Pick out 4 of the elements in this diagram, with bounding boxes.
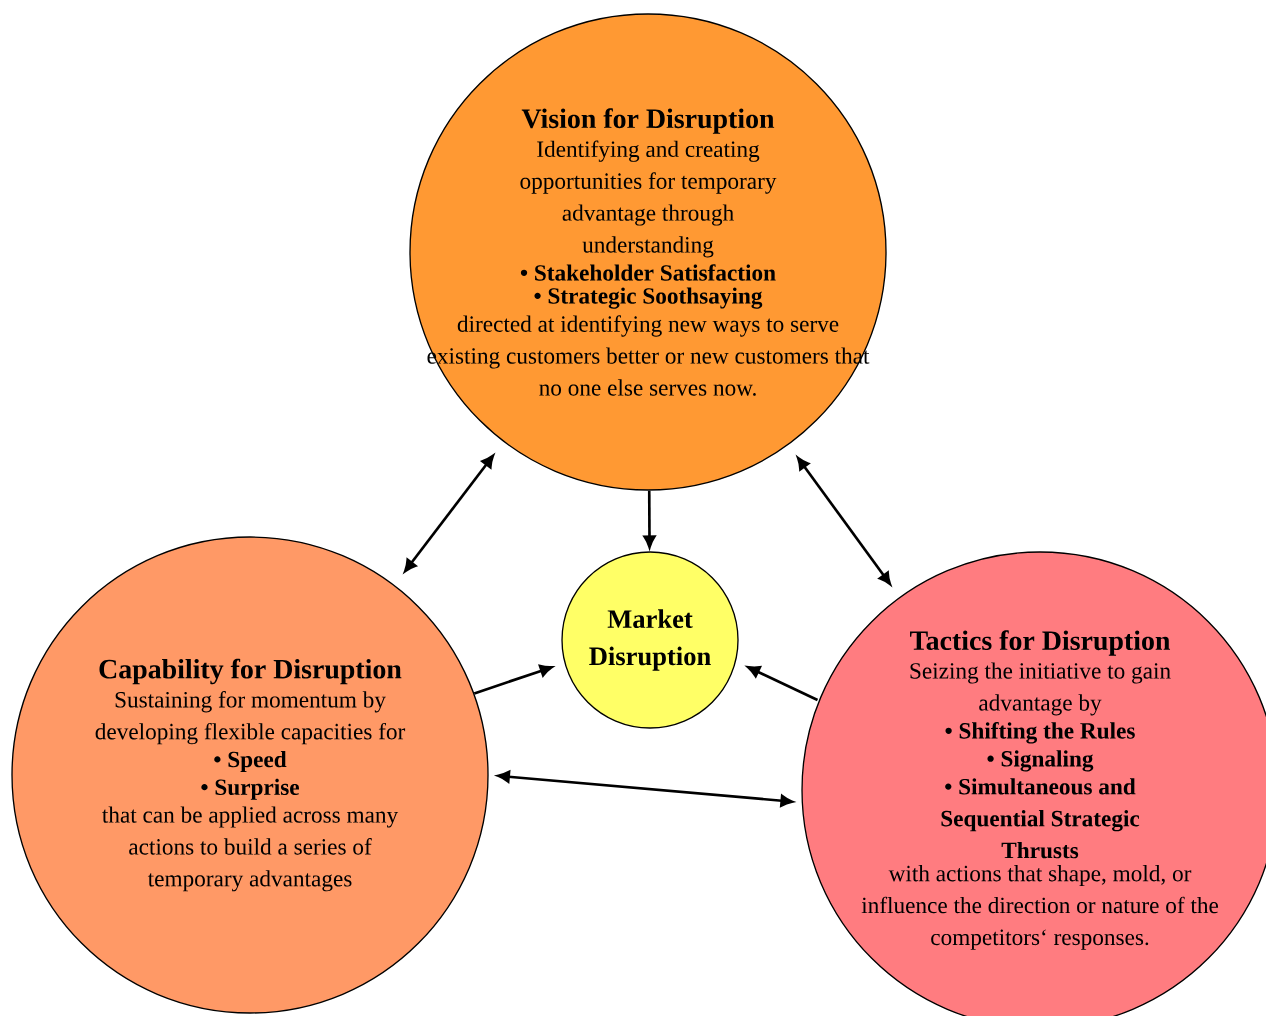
arrow	[643, 490, 656, 549]
double-arrow	[404, 454, 494, 573]
double-arrow	[796, 456, 892, 586]
arrow	[473, 664, 553, 695]
